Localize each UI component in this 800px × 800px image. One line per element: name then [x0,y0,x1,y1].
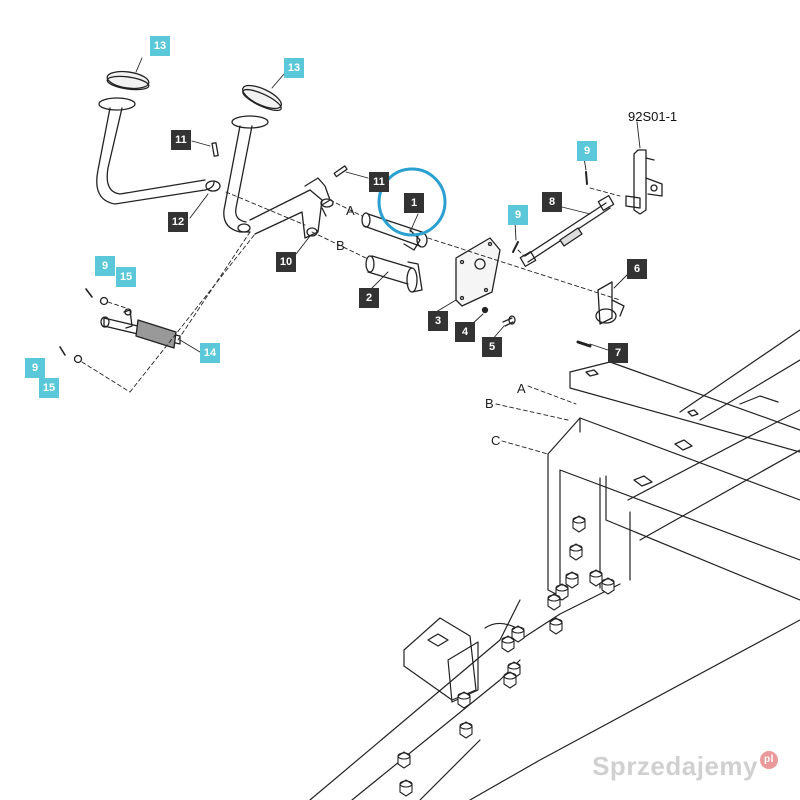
pedal-pad-left [106,70,150,91]
frame-hole [427,633,449,647]
leader-lines [81,187,621,455]
part-label-7: 7 [608,343,628,363]
part-label-3: 3 [428,311,448,331]
connector-letter-c: C [491,433,501,448]
pedal-arm-left [96,97,221,205]
part-label-9: 9 [25,358,45,378]
frame-hole [633,475,653,487]
pin-11-right [333,165,348,178]
highlight-circle [377,167,447,237]
part-label-15: 15 [39,378,59,398]
part-label-1: 1 [404,193,424,213]
part-label-8: 8 [542,192,562,212]
pedal-pad-right [242,84,282,112]
chassis-frame [309,329,800,800]
part-label-9: 9 [95,256,115,276]
connector-letter-b: B [485,396,494,411]
screw-5 [502,315,516,327]
drawing-code: 92S01-1 [628,109,678,124]
mount-plate-3 [455,237,501,307]
part-label-11: 11 [369,172,389,192]
washer-4 [481,306,489,314]
pin-7 [576,340,592,348]
part-label-2: 2 [359,288,379,308]
frame-bolts [397,515,615,797]
part-label-4: 4 [455,322,475,342]
part-label-5: 5 [482,337,502,357]
part-label-13: 13 [150,36,170,56]
frame-hole [585,369,599,377]
pin-9-top [585,171,588,185]
spring-assembly-14 [100,308,181,349]
lever-bracket-top [625,149,663,215]
pedal-shaft-bracket [249,177,334,239]
part-label-14: 14 [200,343,220,363]
frame-hole [687,409,699,417]
watermark-text: Sprzedajemy [592,751,758,781]
pin-9-mid [512,241,519,253]
connector-letter-b: B [336,238,345,253]
part-label-10: 10 [276,252,296,272]
linkage-rod-8 [519,195,615,267]
label-leaders [135,57,641,353]
connector-letter-a: A [517,381,526,396]
connector-letter-a: A [346,203,355,218]
part-label-13: 13 [284,58,304,78]
part-label-6: 6 [627,259,647,279]
shaft-part-1 [361,212,428,251]
pin-11-left [211,142,219,157]
part-label-11: 11 [171,130,191,150]
part-label-15: 15 [116,267,136,287]
frame-hole [674,439,693,451]
shaft-part-2 [365,255,423,293]
watermark-badge: pl [760,751,778,769]
pin-9-left-top [85,288,93,298]
lever-6 [595,281,625,325]
washer-15-bottom [73,354,83,364]
washer-15-top [99,296,109,306]
pedal-arm-right [223,115,269,233]
pin-9-left-bottom [59,346,66,356]
part-label-9: 9 [508,205,528,225]
part-label-12: 12 [168,212,188,232]
part-label-9: 9 [577,141,597,161]
